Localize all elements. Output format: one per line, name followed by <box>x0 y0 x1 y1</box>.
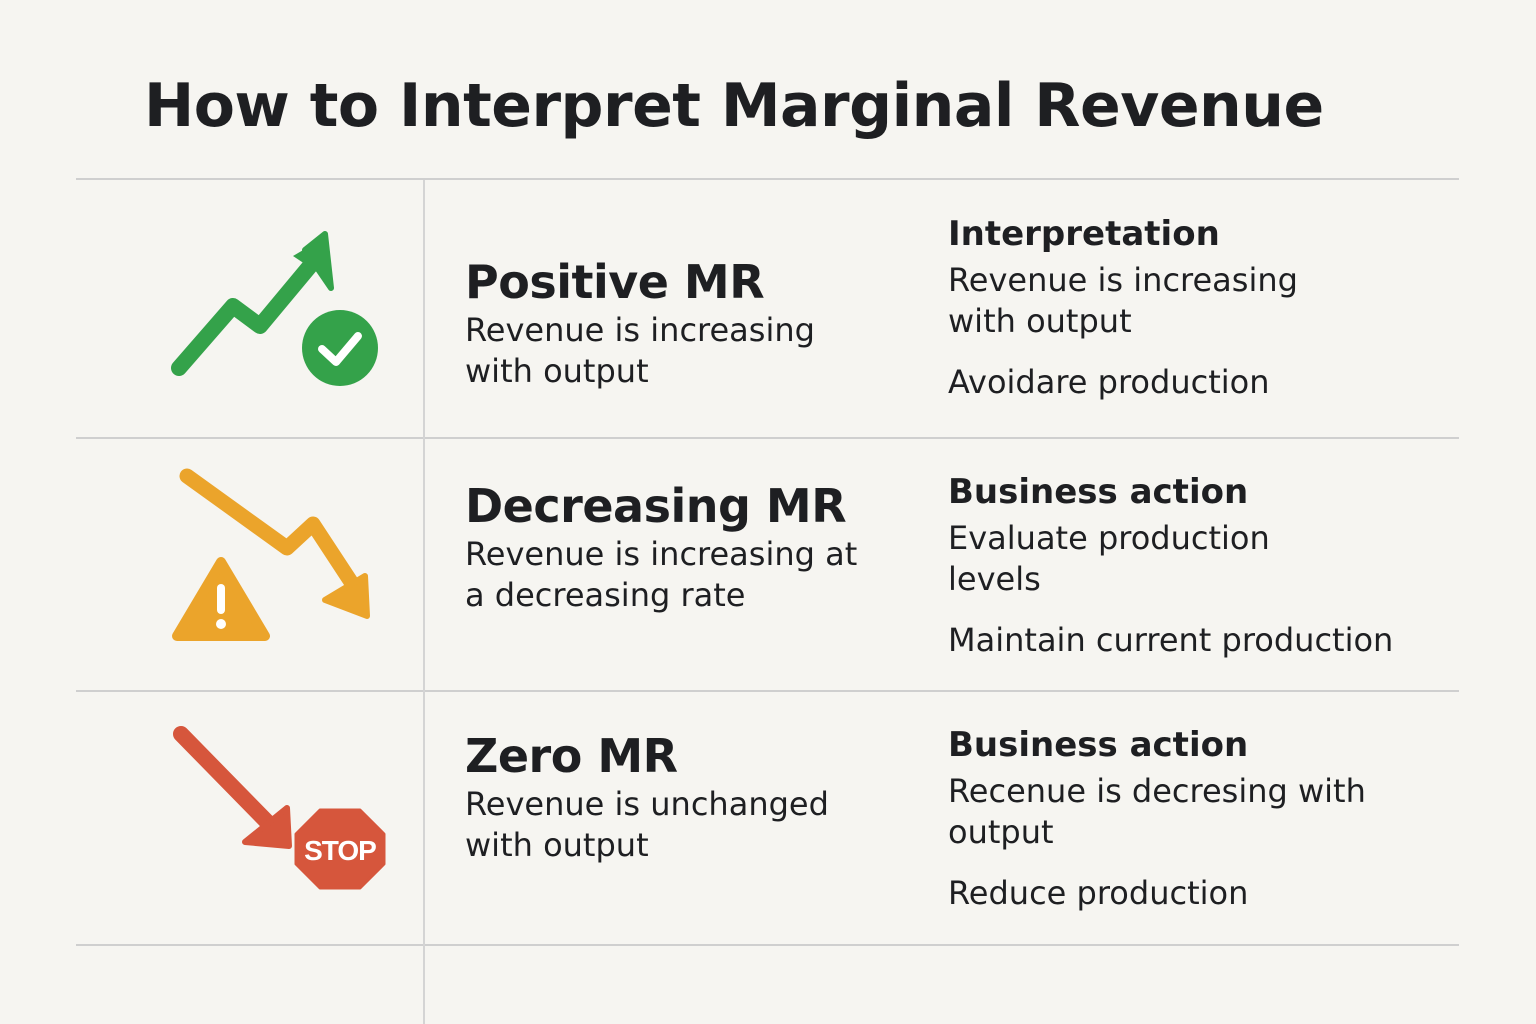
mr-type-label: Positive MR Revenue is increasing with o… <box>465 254 885 392</box>
mr-info: Business action Recenue is decresing wit… <box>948 723 1448 914</box>
info-heading: Business action <box>948 472 1249 512</box>
divider-row-2 <box>76 690 1459 692</box>
mr-type-description: Revenue is increasing with output <box>465 311 815 390</box>
info-heading: Business action <box>948 725 1249 765</box>
info-text: Revenue is increasing with output <box>948 261 1298 340</box>
mr-info: Business action Evaluate production leve… <box>948 470 1448 661</box>
mr-type-description: Revenue is unchanged with output <box>465 785 829 864</box>
divider-top <box>76 178 1459 180</box>
mr-type-label: Decreasing MR Revenue is increasing at a… <box>465 478 885 616</box>
info-text: Evaluate production levels <box>948 519 1270 598</box>
info-action: Avoidare production <box>948 363 1270 401</box>
divider-row-3 <box>76 944 1459 946</box>
info-heading: Interpretation <box>948 214 1220 254</box>
divider-vertical <box>423 180 425 1024</box>
mr-type-label: Zero MR Revenue is unchanged with output <box>465 728 885 866</box>
mr-type-name: Positive MR <box>465 255 765 309</box>
divider-row-1 <box>76 437 1459 439</box>
info-text: Recenue is decresing with output <box>948 772 1366 851</box>
info-action: Maintain current production <box>948 621 1394 659</box>
page-title: How to Interpret Marginal Revenue <box>144 71 1324 141</box>
mr-type-name: Decreasing MR <box>465 479 847 533</box>
mr-type-description: Revenue is increasing at a decreasing ra… <box>465 535 858 614</box>
stop-sign-text: STOP <box>304 835 376 866</box>
trend-down-warning-icon <box>165 462 385 656</box>
mr-info: Interpretation Revenue is increasing wit… <box>948 212 1448 403</box>
trend-up-check-icon <box>165 228 395 402</box>
info-action: Reduce production <box>948 874 1249 912</box>
arrow-down-stop-icon: STOP <box>165 718 395 902</box>
mr-type-name: Zero MR <box>465 729 678 783</box>
